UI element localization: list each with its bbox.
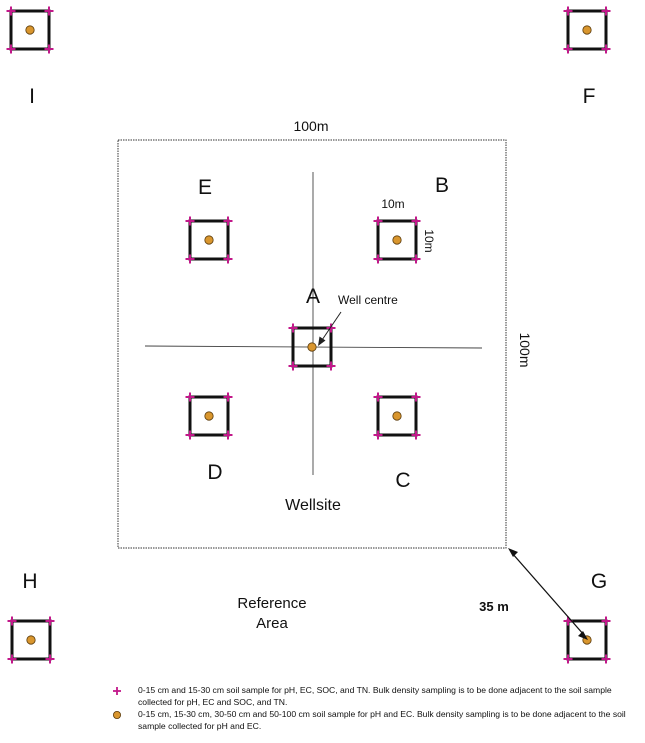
plot-E	[184, 215, 234, 265]
plot-box	[291, 326, 333, 368]
plot-D	[184, 391, 234, 441]
legend-dot-text: 0-15 cm, 15-30 cm, 30-50 cm and 50-100 c…	[138, 709, 626, 731]
corner-cross-marker	[43, 5, 55, 17]
distance-arrow-line	[511, 552, 585, 636]
plot-height-label: 10m	[422, 229, 436, 252]
corner-cross-marker	[5, 5, 17, 17]
plot-box	[566, 9, 608, 51]
corner-cross-marker	[372, 391, 384, 403]
plot-box	[188, 219, 230, 261]
corner-cross-marker	[222, 391, 234, 403]
legend-item-dot: 0-15 cm, 15-30 cm, 30-50 cm and 50-100 c…	[110, 709, 640, 732]
plot-H	[6, 615, 56, 665]
centre-dot-marker	[204, 235, 214, 245]
corner-cross-marker	[44, 653, 56, 665]
plot-box	[376, 395, 418, 437]
corner-cross-marker	[43, 43, 55, 55]
label-I: I	[29, 85, 35, 108]
centre-dot-marker	[204, 411, 214, 421]
centre-dot-marker	[392, 411, 402, 421]
corner-cross-marker	[287, 322, 299, 334]
corner-cross-marker	[372, 215, 384, 227]
plot-A	[287, 322, 337, 372]
label-H: H	[22, 570, 37, 593]
label-B: B	[435, 174, 449, 197]
plot-C	[372, 391, 422, 441]
plot-box	[376, 219, 418, 261]
corner-cross-marker	[410, 253, 422, 265]
corner-cross-marker	[372, 429, 384, 441]
plot-box	[9, 9, 51, 51]
well-centre-arrowhead	[318, 336, 326, 346]
dimension-right-label: 100m	[517, 332, 533, 367]
wellsite-boundary	[117, 139, 507, 549]
label-E: E	[198, 176, 212, 199]
label-F: F	[583, 85, 596, 108]
corner-cross-marker	[325, 360, 337, 372]
label-A: A	[306, 285, 320, 308]
plot-F	[562, 5, 612, 55]
distance-arrowhead-end	[578, 631, 588, 640]
corner-cross-marker	[184, 253, 196, 265]
corner-cross-marker	[562, 5, 574, 17]
corner-cross-marker	[287, 360, 299, 372]
corner-cross-marker	[562, 43, 574, 55]
plot-box	[188, 395, 230, 437]
label-C: C	[395, 469, 410, 492]
label-G: G	[591, 570, 607, 593]
dimension-top-label: 100m	[293, 118, 328, 134]
corner-cross-marker	[6, 653, 18, 665]
dot-marker-icon	[113, 711, 121, 719]
well-centre-label: Well centre	[338, 293, 398, 307]
distance-label: 35 m	[479, 599, 509, 614]
corner-cross-marker	[600, 5, 612, 17]
corner-cross-marker	[600, 43, 612, 55]
plot-box	[566, 619, 608, 661]
centre-dot-marker	[26, 635, 36, 645]
centre-dot-marker	[582, 25, 592, 35]
corner-cross-marker	[222, 215, 234, 227]
corner-cross-marker	[44, 615, 56, 627]
plot-I	[5, 5, 55, 55]
corner-cross-marker	[410, 429, 422, 441]
corner-cross-marker	[222, 429, 234, 441]
corner-cross-marker	[372, 253, 384, 265]
corner-cross-marker	[410, 215, 422, 227]
corner-cross-marker	[562, 653, 574, 665]
cross-marker-icon	[113, 687, 121, 695]
corner-cross-marker	[184, 429, 196, 441]
plot-G	[562, 615, 612, 665]
centre-dot-marker	[307, 342, 317, 352]
legend-item-cross: 0-15 cm and 15-30 cm soil sample for pH,…	[110, 685, 640, 708]
plot-B	[372, 215, 422, 265]
wellsite-label: Wellsite	[285, 497, 341, 514]
reference-area-label-line2: Area	[256, 615, 288, 632]
well-centre-pointer	[319, 311, 342, 344]
corner-cross-marker	[600, 615, 612, 627]
plot-box	[10, 619, 52, 661]
distance-arrowhead-start	[508, 548, 518, 557]
legend-cross-text: 0-15 cm and 15-30 cm soil sample for pH,…	[138, 685, 612, 707]
corner-cross-marker	[5, 43, 17, 55]
corner-cross-marker	[6, 615, 18, 627]
corner-cross-marker	[222, 253, 234, 265]
centre-dot-marker	[25, 25, 35, 35]
corner-cross-marker	[600, 653, 612, 665]
corner-cross-marker	[184, 215, 196, 227]
centre-dot-marker	[392, 235, 402, 245]
corner-cross-marker	[410, 391, 422, 403]
plot-width-label: 10m	[381, 197, 404, 211]
reference-area-label-line1: Reference	[237, 595, 306, 612]
legend: 0-15 cm and 15-30 cm soil sample for pH,…	[110, 685, 640, 732]
corner-cross-marker	[184, 391, 196, 403]
label-D: D	[207, 461, 222, 484]
